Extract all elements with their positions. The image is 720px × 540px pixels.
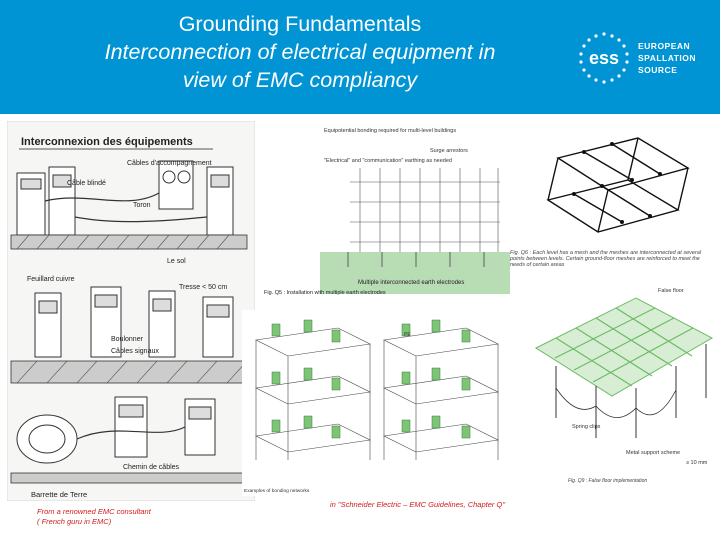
q5-label-bonding: Equipotential bonding required for multi… (324, 128, 456, 134)
fig-q9-false-floor: False floor Spring clips Metal support s… (516, 278, 716, 474)
label-tresse: Tresse < 50 cm (179, 284, 227, 291)
cabinet-row-middle (34, 286, 234, 358)
logo-line-3: SOURCE (638, 65, 678, 75)
bonding-left-structure (255, 327, 371, 460)
q5-label-earthing: "Electrical" and "communication" earthin… (324, 158, 452, 164)
title-line-2: Interconnection of electrical equipment … (104, 40, 496, 64)
bonding-networks-drawing: PE Examples of bonding networks (242, 310, 526, 496)
title-line-1: Grounding Fundamentals (178, 12, 422, 36)
title-banner: Grounding Fundamentals Interconnection o… (0, 0, 720, 114)
q9-floor-grid (554, 307, 694, 387)
fig-q6-caption: Fig. Q6 : Each level has a mesh and the … (510, 250, 702, 268)
q9-support-posts (555, 344, 707, 438)
fig-q9-caption: Fig. Q9 : False floor implementation (568, 478, 648, 484)
ess-logo: ess EUROPEAN SPALLATION SOURCE (572, 28, 712, 88)
q9-label-spacing: ≥ 10 mm (686, 460, 708, 466)
schneider-credit: in "Schneider Electric – EMC Guidelines,… (330, 500, 505, 509)
cabinet-row-top (16, 160, 234, 236)
ess-mark-text: ess (589, 48, 619, 68)
cabinet-row-bottom (16, 396, 216, 464)
q5-label-surge: Surge arrestors (430, 148, 468, 154)
ess-wordmark: EUROPEAN SPALLATION SOURCE (638, 40, 696, 76)
label-le-sol: Le sol (167, 258, 186, 265)
interconnexion-drawing: Interconnexion des équipements Câbles d'… (7, 121, 255, 501)
label-barrette: Barrette de Terre (31, 490, 87, 499)
q9-label-false-floor: False floor (658, 288, 684, 294)
label-cables-accompagnement: Câbles d'accompagnement (127, 160, 212, 167)
fig-q6-mesh (546, 137, 690, 233)
q5-label-earth-electrodes: Multiple interconnected earth electrodes (358, 280, 464, 286)
q9-label-metal-support: Metal support scheme (626, 450, 680, 456)
logo-line-2: SPALLATION (638, 53, 697, 63)
fig-q5-drawing: Equipotential bonding required for multi… (320, 122, 510, 294)
interconnexion-title: Interconnexion des équipements (21, 136, 193, 148)
consultant-credit: From a renowned EMC consultant ( French … (37, 507, 151, 527)
label-feuillard: Feuillard cuivre (27, 276, 75, 283)
label-cables-signaux: Câbles signaux (111, 348, 159, 355)
label-boulonner: Boulonner (111, 336, 144, 343)
label-chemin-cables: Chemin de câbles (123, 464, 180, 471)
logo-line-1: EUROPEAN (638, 41, 691, 51)
bonding-examples-caption: Examples of bonding networks (244, 488, 310, 494)
title-line-3: view of EMC compliancy (182, 68, 418, 92)
label-pe: PE (404, 332, 411, 338)
label-toron: Toron (133, 202, 151, 209)
q9-label-spring-clips: Spring clips (572, 424, 601, 430)
slide-title: Grounding Fundamentals Interconnection o… (0, 10, 600, 94)
consultant-credit-line-1: From a renowned EMC consultant (37, 507, 151, 516)
fig-q5-caption: Fig. Q5 : Installation with multiple ear… (264, 290, 386, 296)
label-cable-blinde: Câble blindé (67, 180, 106, 187)
consultant-credit-line-2: ( French guru in EMC) (37, 517, 112, 526)
q5-building-frame (350, 168, 500, 252)
equipment-boxes (271, 319, 471, 439)
ess-logo-mark: ess (579, 32, 629, 84)
